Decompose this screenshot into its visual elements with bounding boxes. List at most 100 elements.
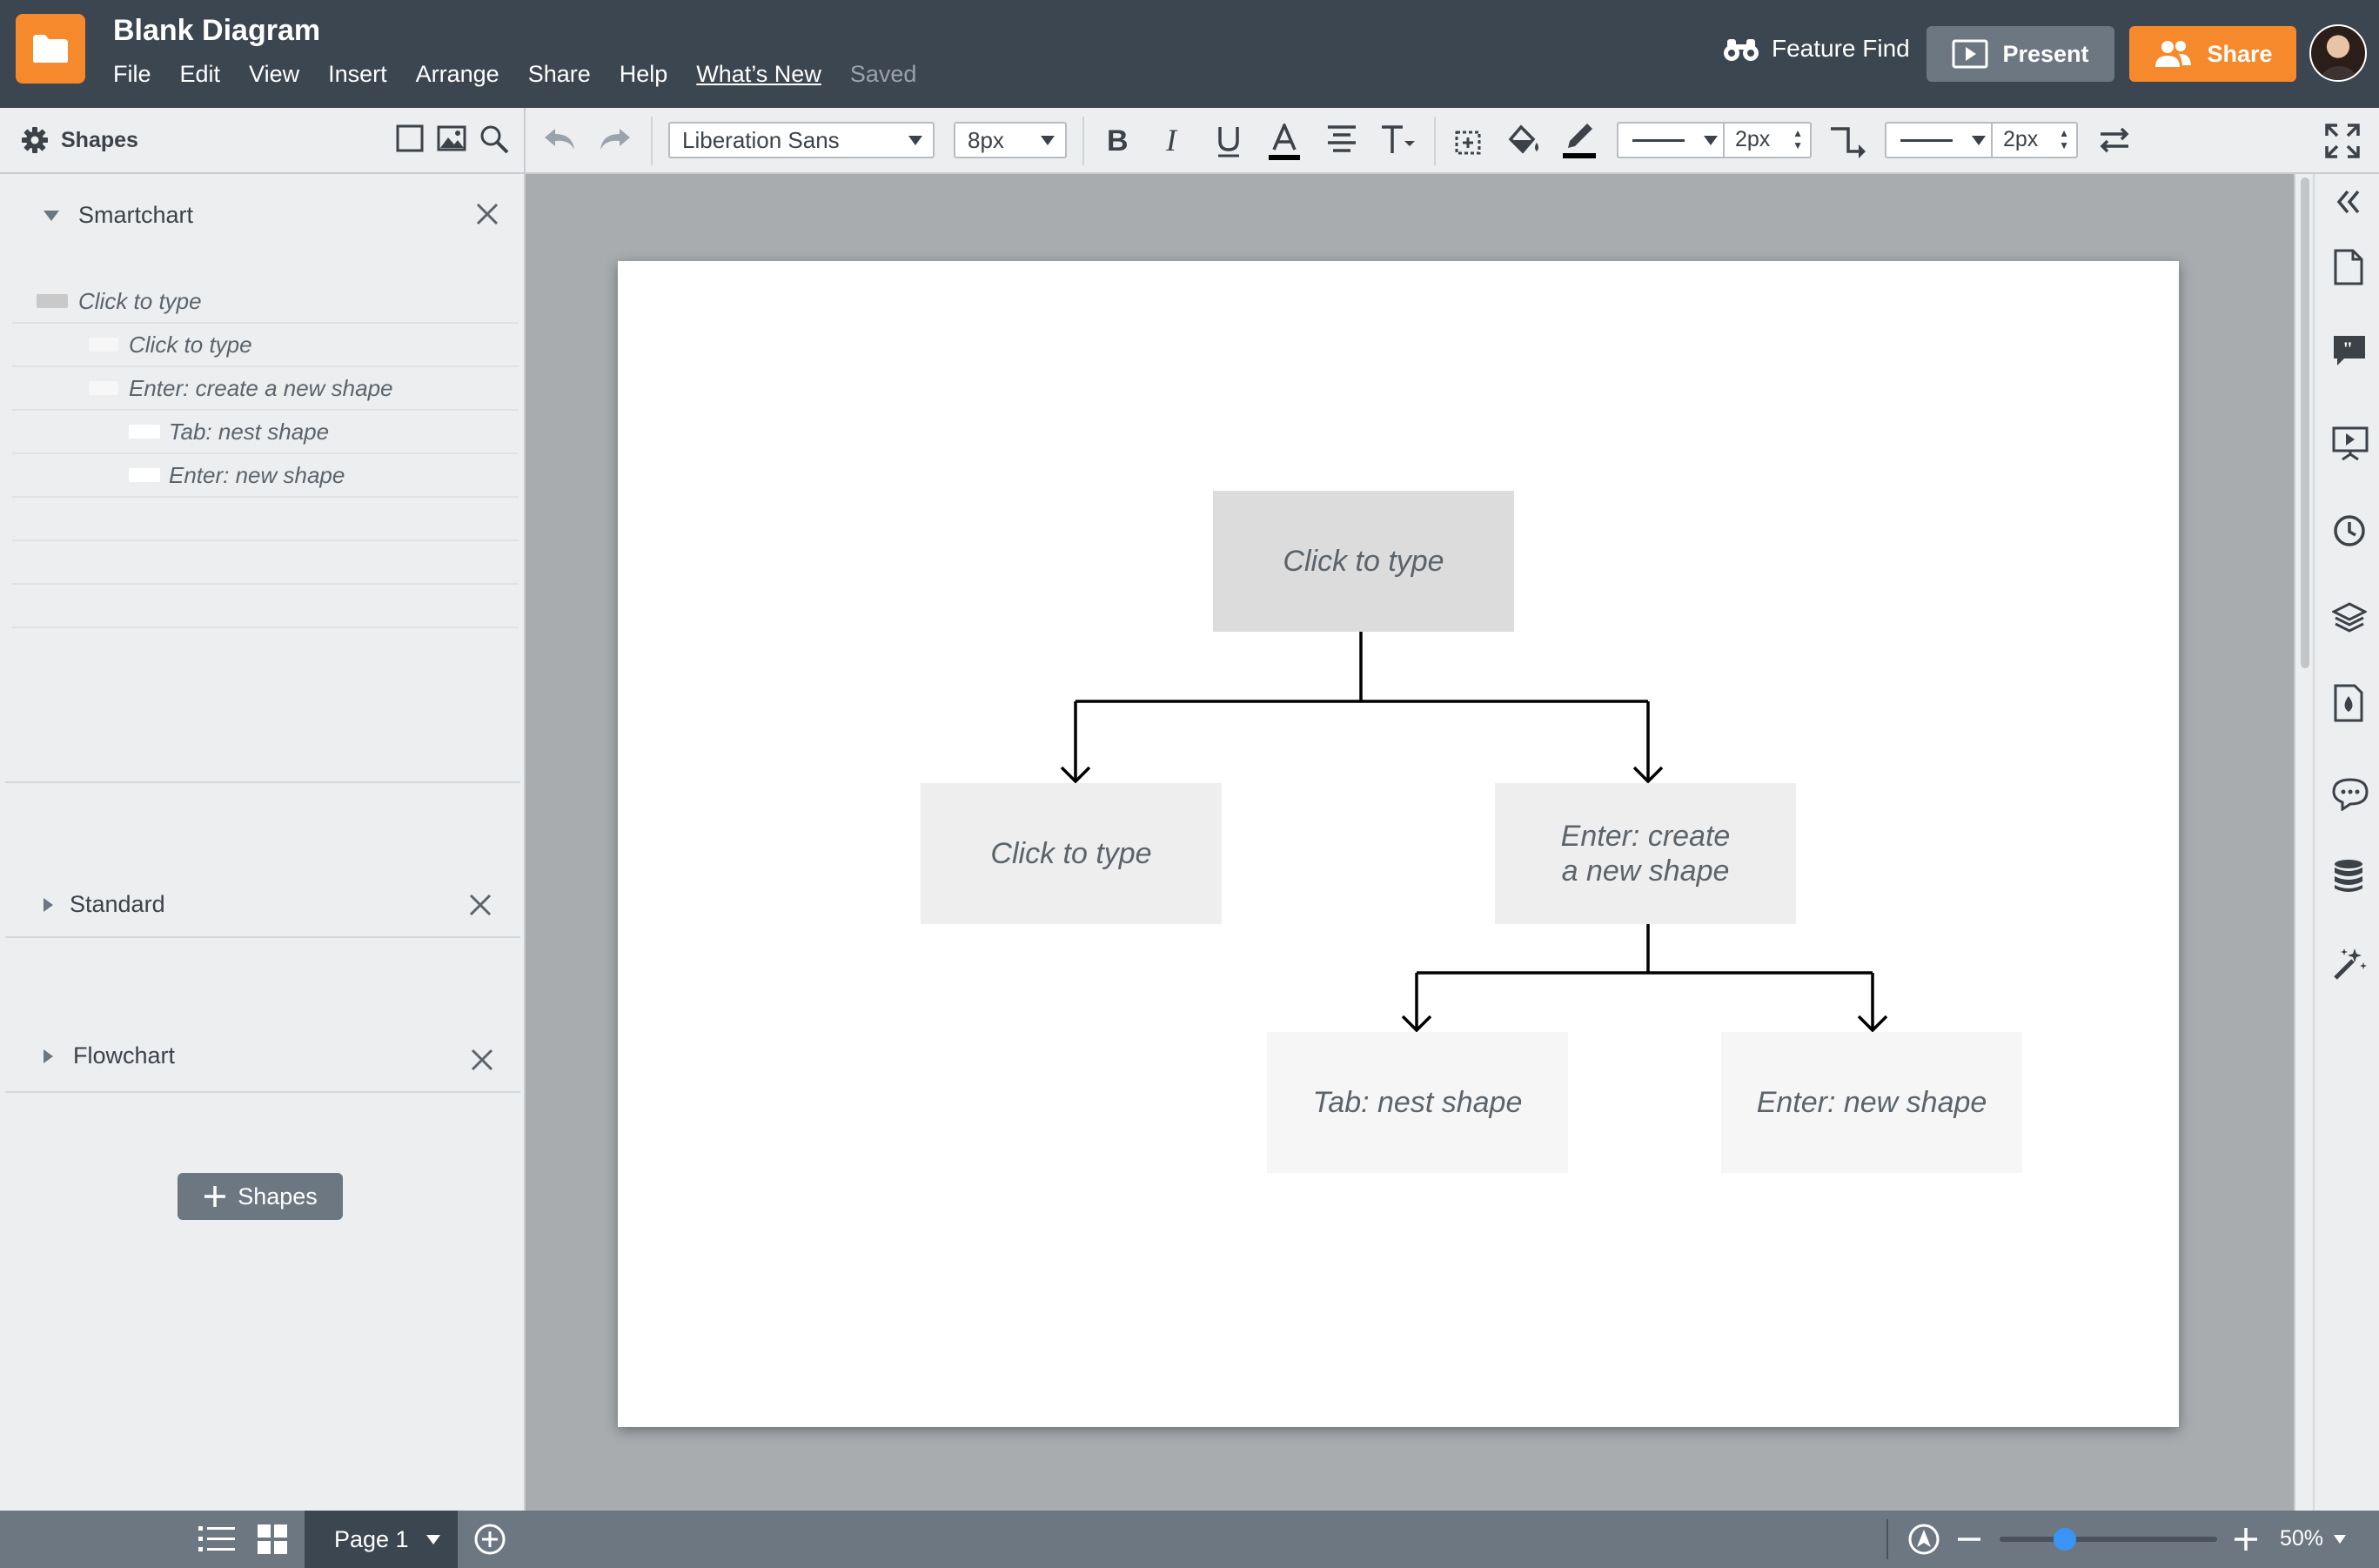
triangle-right-icon[interactable] bbox=[44, 1049, 53, 1063]
diagram-node-child-right[interactable]: Enter: create a new shape bbox=[1495, 783, 1796, 924]
diagram-node-root[interactable]: Click to type bbox=[1213, 491, 1514, 632]
chevron-down-icon[interactable] bbox=[426, 1535, 440, 1545]
document-title[interactable]: Blank Diagram bbox=[113, 14, 321, 47]
underline-icon[interactable] bbox=[1215, 124, 1243, 158]
shape-options-icon[interactable] bbox=[1453, 125, 1484, 157]
section-divider bbox=[5, 936, 520, 938]
chevron-down-icon bbox=[908, 136, 922, 145]
shapes-panel-tab[interactable]: Shapes bbox=[0, 108, 526, 172]
add-page-icon[interactable] bbox=[473, 1523, 506, 1556]
image-icon[interactable] bbox=[437, 124, 466, 153]
diagram-page[interactable]: Click to type Click to type Enter: creat… bbox=[618, 261, 2179, 1427]
triangle-down-icon[interactable] bbox=[44, 211, 59, 221]
magic-wand-icon[interactable] bbox=[2332, 945, 2369, 982]
search-icon[interactable] bbox=[479, 124, 510, 155]
present-button[interactable]: Present bbox=[1927, 26, 2114, 82]
menu-share[interactable]: Share bbox=[527, 61, 591, 87]
standard-section-header[interactable]: Standard bbox=[0, 870, 522, 940]
bottom-divider bbox=[1886, 1519, 1888, 1559]
diagram-node-grandchild-left[interactable]: Tab: nest shape bbox=[1267, 1032, 1568, 1173]
line-width-value[interactable]: 2px bbox=[2003, 127, 2039, 151]
menu-insert[interactable]: Insert bbox=[328, 61, 387, 87]
collapse-double-chevron-icon[interactable] bbox=[2332, 186, 2363, 218]
standard-section-title: Standard bbox=[70, 891, 165, 917]
smartchart-item[interactable]: Click to type bbox=[12, 280, 519, 324]
presentation-icon[interactable] bbox=[2332, 425, 2369, 461]
zoom-in-icon[interactable] bbox=[2233, 1526, 2259, 1552]
gear-icon[interactable] bbox=[21, 126, 49, 154]
history-clock-icon[interactable] bbox=[2332, 513, 2367, 548]
flowchart-section-header[interactable]: Flowchart bbox=[0, 1022, 522, 1091]
add-shapes-button[interactable]: Shapes bbox=[178, 1173, 343, 1220]
smartchart-item[interactable]: Tab: nest shape bbox=[12, 411, 519, 454]
zoom-out-icon[interactable] bbox=[1956, 1530, 1982, 1549]
connector-style-icon[interactable] bbox=[1829, 124, 1867, 158]
line-width-value[interactable]: 2px bbox=[1735, 127, 1771, 151]
menu-view[interactable]: View bbox=[249, 61, 300, 87]
page-tab[interactable]: Page 1 bbox=[305, 1511, 458, 1568]
quote-icon[interactable]: " bbox=[2332, 334, 2367, 367]
menu-help[interactable]: Help bbox=[619, 61, 668, 87]
diagram-node-child-left[interactable]: Click to type bbox=[921, 783, 1222, 924]
stepper-arrows-icon[interactable]: ▲▼ bbox=[1793, 127, 1803, 151]
fullscreen-icon[interactable] bbox=[2325, 124, 2360, 158]
user-avatar[interactable] bbox=[2309, 24, 2367, 82]
stepper-arrows-icon[interactable]: ▲▼ bbox=[2059, 127, 2069, 151]
line-style-preview bbox=[1632, 139, 1685, 142]
vertical-scrollbar[interactable] bbox=[2295, 174, 2315, 1511]
font-family-select[interactable]: Liberation Sans bbox=[668, 122, 935, 158]
close-icon[interactable] bbox=[475, 202, 499, 226]
app-header: Blank Diagram File Edit View Insert Arra… bbox=[0, 0, 2379, 108]
close-icon[interactable] bbox=[470, 1048, 494, 1072]
theme-drop-icon[interactable] bbox=[2332, 684, 2365, 722]
smartchart-item[interactable]: Enter: create a new shape bbox=[12, 367, 519, 411]
redo-icon[interactable] bbox=[597, 124, 632, 155]
database-icon[interactable] bbox=[2332, 858, 2365, 895]
bold-icon[interactable]: B bbox=[1103, 124, 1133, 157]
comment-icon[interactable] bbox=[2332, 776, 2369, 811]
node-label-line2: a new shape bbox=[1561, 854, 1730, 888]
endpoint-style-width-control[interactable]: 2px ▲▼ bbox=[1885, 122, 2078, 158]
toolbar-divider bbox=[1082, 117, 1084, 165]
feature-find-button[interactable]: Feature Find bbox=[1723, 35, 1910, 63]
fill-color-icon[interactable] bbox=[1507, 124, 1542, 157]
smartchart-item[interactable]: Click to type bbox=[12, 324, 519, 367]
layers-icon[interactable] bbox=[2332, 600, 2367, 635]
line-style-width-control[interactable]: 2px ▲▼ bbox=[1617, 122, 1812, 158]
zoom-slider-track[interactable] bbox=[2000, 1537, 2217, 1542]
folder-icon[interactable] bbox=[16, 14, 85, 84]
menu-bar: File Edit View Insert Arrange Share Help… bbox=[113, 61, 945, 88]
smartchart-item[interactable]: Enter: new shape bbox=[12, 454, 519, 498]
undo-icon[interactable] bbox=[543, 124, 578, 155]
present-icon bbox=[1952, 39, 1988, 69]
navigate-compass-icon[interactable] bbox=[1907, 1523, 1940, 1556]
zoom-slider-thumb[interactable] bbox=[2054, 1528, 2076, 1551]
binoculars-icon bbox=[1724, 39, 1759, 61]
smartchart-section-header[interactable]: Smartchart bbox=[0, 181, 522, 251]
list-view-icon[interactable] bbox=[198, 1524, 235, 1554]
canvas-area[interactable]: Click to type Click to type Enter: creat… bbox=[526, 174, 2294, 1511]
text-options-icon[interactable] bbox=[1380, 124, 1415, 155]
line-color-icon[interactable] bbox=[1563, 122, 1598, 160]
italic-icon[interactable]: I bbox=[1161, 124, 1187, 157]
close-icon[interactable] bbox=[468, 893, 493, 917]
text-align-icon[interactable] bbox=[1326, 124, 1357, 153]
shape-swatch bbox=[129, 425, 160, 439]
menu-arrange[interactable]: Arrange bbox=[415, 61, 499, 87]
swap-arrows-icon[interactable] bbox=[2097, 124, 2132, 155]
diagram-node-grandchild-right[interactable]: Enter: new shape bbox=[1721, 1032, 2022, 1173]
grid-view-icon[interactable] bbox=[258, 1524, 287, 1554]
triangle-right-icon[interactable] bbox=[44, 898, 53, 912]
scrollbar-thumb[interactable] bbox=[2301, 178, 2309, 668]
menu-whats-new[interactable]: What’s New bbox=[696, 61, 821, 87]
page-icon[interactable] bbox=[2332, 249, 2363, 285]
text-color-icon[interactable] bbox=[1269, 124, 1300, 162]
share-button[interactable]: Share bbox=[2129, 26, 2296, 82]
zoom-level-select[interactable]: 50% bbox=[2280, 1526, 2346, 1551]
rectangle-icon[interactable] bbox=[395, 124, 425, 153]
menu-edit[interactable]: Edit bbox=[179, 61, 221, 87]
node-label: Click to type bbox=[1283, 545, 1444, 578]
bottom-bar: Page 1 50% bbox=[0, 1511, 2379, 1568]
font-size-select[interactable]: 8px bbox=[954, 122, 1067, 158]
menu-file[interactable]: File bbox=[113, 61, 151, 87]
